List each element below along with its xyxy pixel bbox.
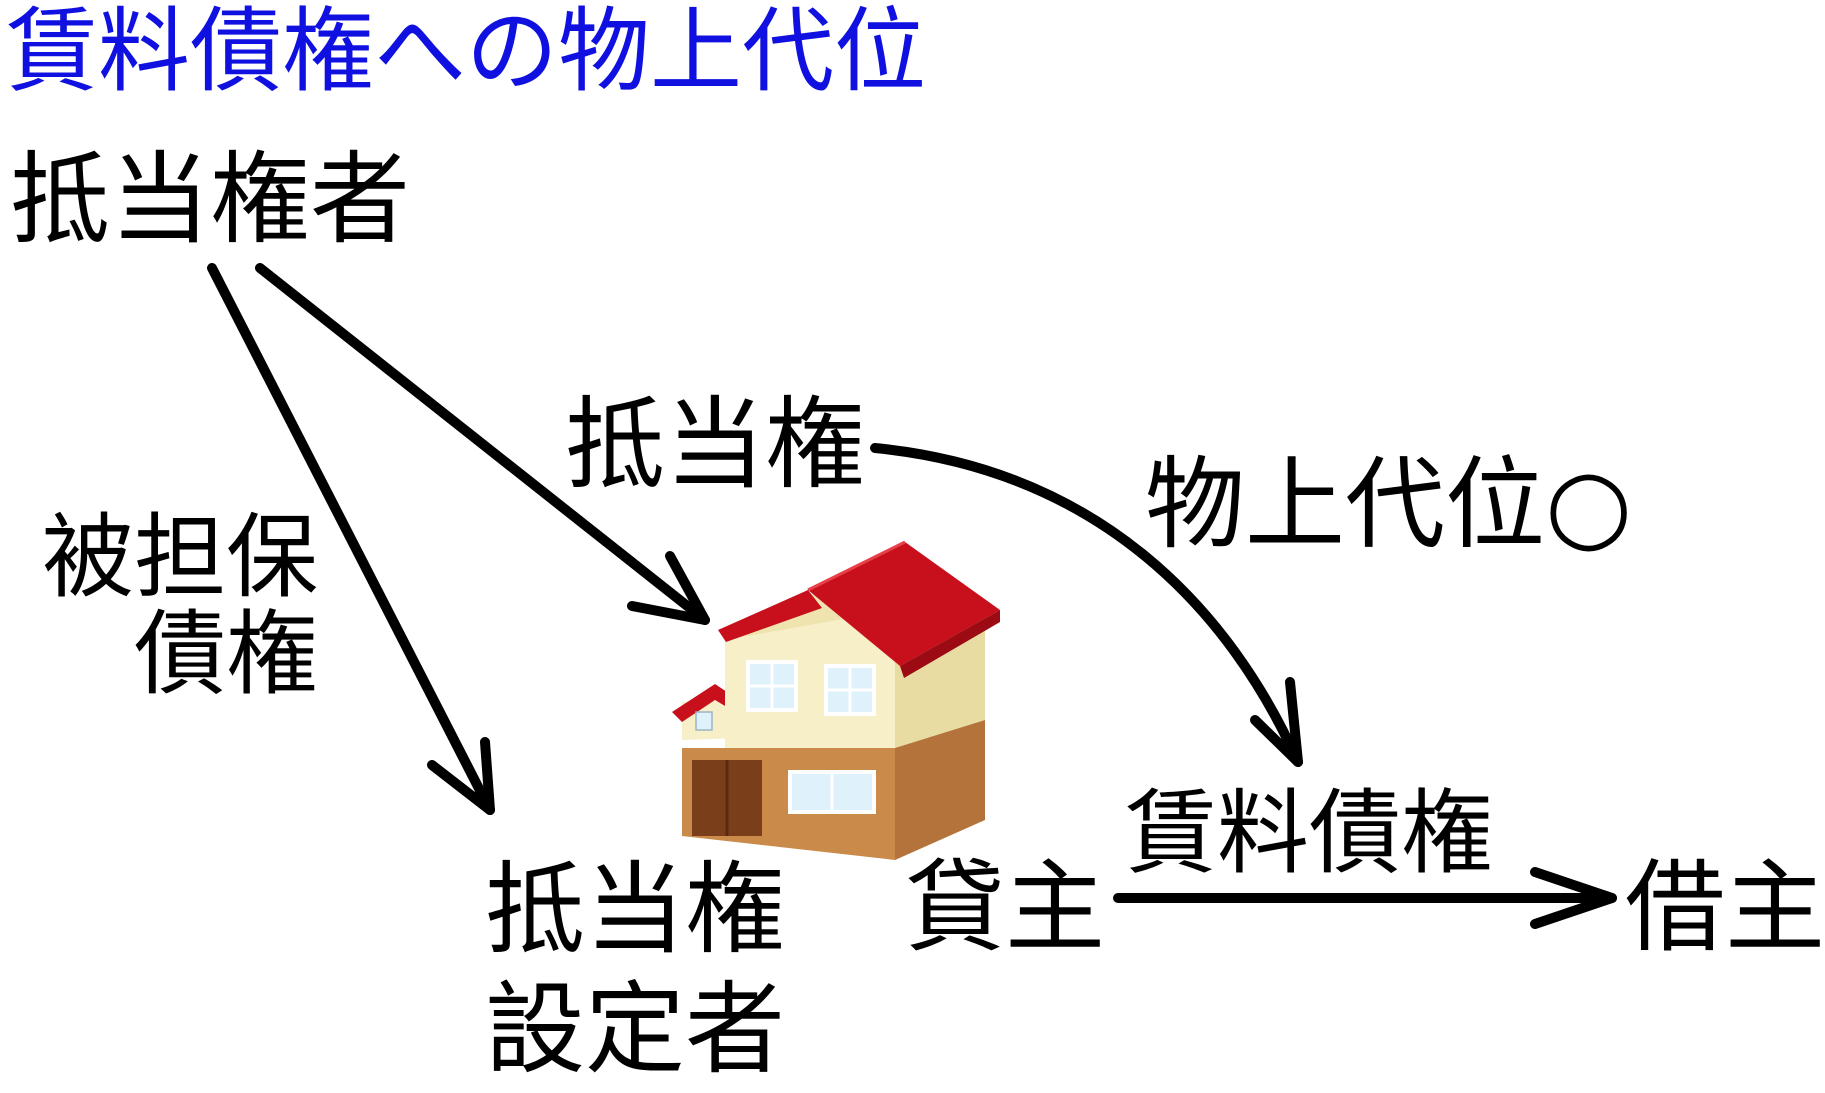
secured-claim-arrow	[207, 263, 495, 815]
rent-claim-arrow	[1113, 867, 1617, 929]
mortgagee-label: 抵当権者	[10, 141, 410, 258]
rent-claim-label: 賃料債権	[1125, 780, 1494, 887]
upper-window-left	[746, 660, 798, 712]
mortgage-label: 抵当権	[565, 386, 865, 503]
physical-subrogation-label: 物上代位○	[1145, 446, 1633, 563]
secured-claim-label: 被担保 債権	[42, 504, 319, 708]
secured-claim-line-1: 被担保	[42, 504, 319, 611]
upper-window-right	[824, 664, 876, 716]
mortgagor-line-1: 抵当権	[485, 851, 785, 968]
secured-claim-line-2: 債権	[134, 600, 319, 708]
lessor-label: 貸主	[905, 849, 1105, 966]
mortgagor-line-2: 設定者	[485, 971, 785, 1088]
mortgagor-label: 抵当権 設定者	[485, 850, 785, 1090]
subrogation-arrow	[870, 443, 1303, 767]
lessee-label: 借主	[1625, 849, 1825, 966]
house-icon	[672, 540, 1000, 860]
page-title: 賃料債権への物上代位	[6, 0, 927, 105]
mortgage-arrow	[255, 263, 710, 625]
